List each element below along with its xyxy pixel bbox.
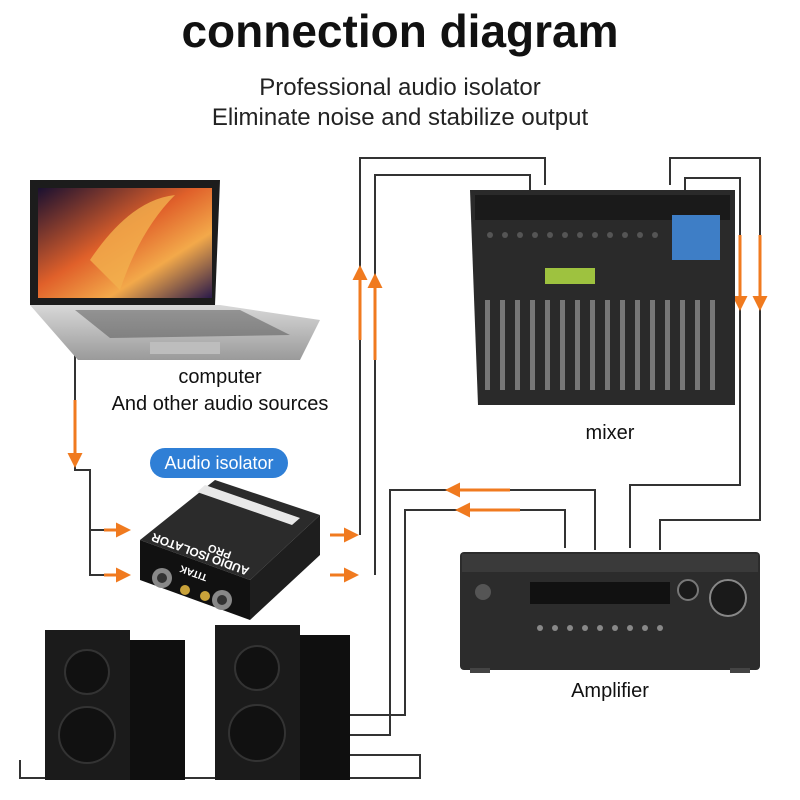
subtitle-line-2: Eliminate noise and stabilize output xyxy=(211,104,589,131)
amplifier-icon xyxy=(460,552,760,673)
isolator-badge: Audio isolator xyxy=(150,448,288,478)
subtitle-line-1: Professional audio isolator xyxy=(259,74,541,101)
speaker-icon xyxy=(45,625,350,780)
diagram-title: connection diagram xyxy=(181,5,619,57)
mixer-label: mixer xyxy=(585,422,635,444)
wire-mixer-to-amp-1 xyxy=(659,157,761,550)
laptop-icon xyxy=(30,180,320,360)
signal-wires xyxy=(19,157,761,779)
isolator-icon xyxy=(140,480,320,620)
computer-sublabel: And other audio sources xyxy=(111,393,329,415)
wire-mixer-to-amp-2 xyxy=(629,177,741,548)
wire-amp-to-speaker-1 xyxy=(345,489,596,736)
wire-isolator-to-mixer-2 xyxy=(374,174,531,575)
amplifier-label: Amplifier xyxy=(571,680,649,702)
signal-arrows xyxy=(67,235,768,583)
computer-label: computer xyxy=(178,366,262,388)
mixer-icon xyxy=(470,190,735,405)
wire-amp-to-speaker-2 xyxy=(345,509,566,716)
wire-isolator-to-mixer-1 xyxy=(359,157,546,535)
wire-amp-to-speaker-3 xyxy=(19,754,421,779)
